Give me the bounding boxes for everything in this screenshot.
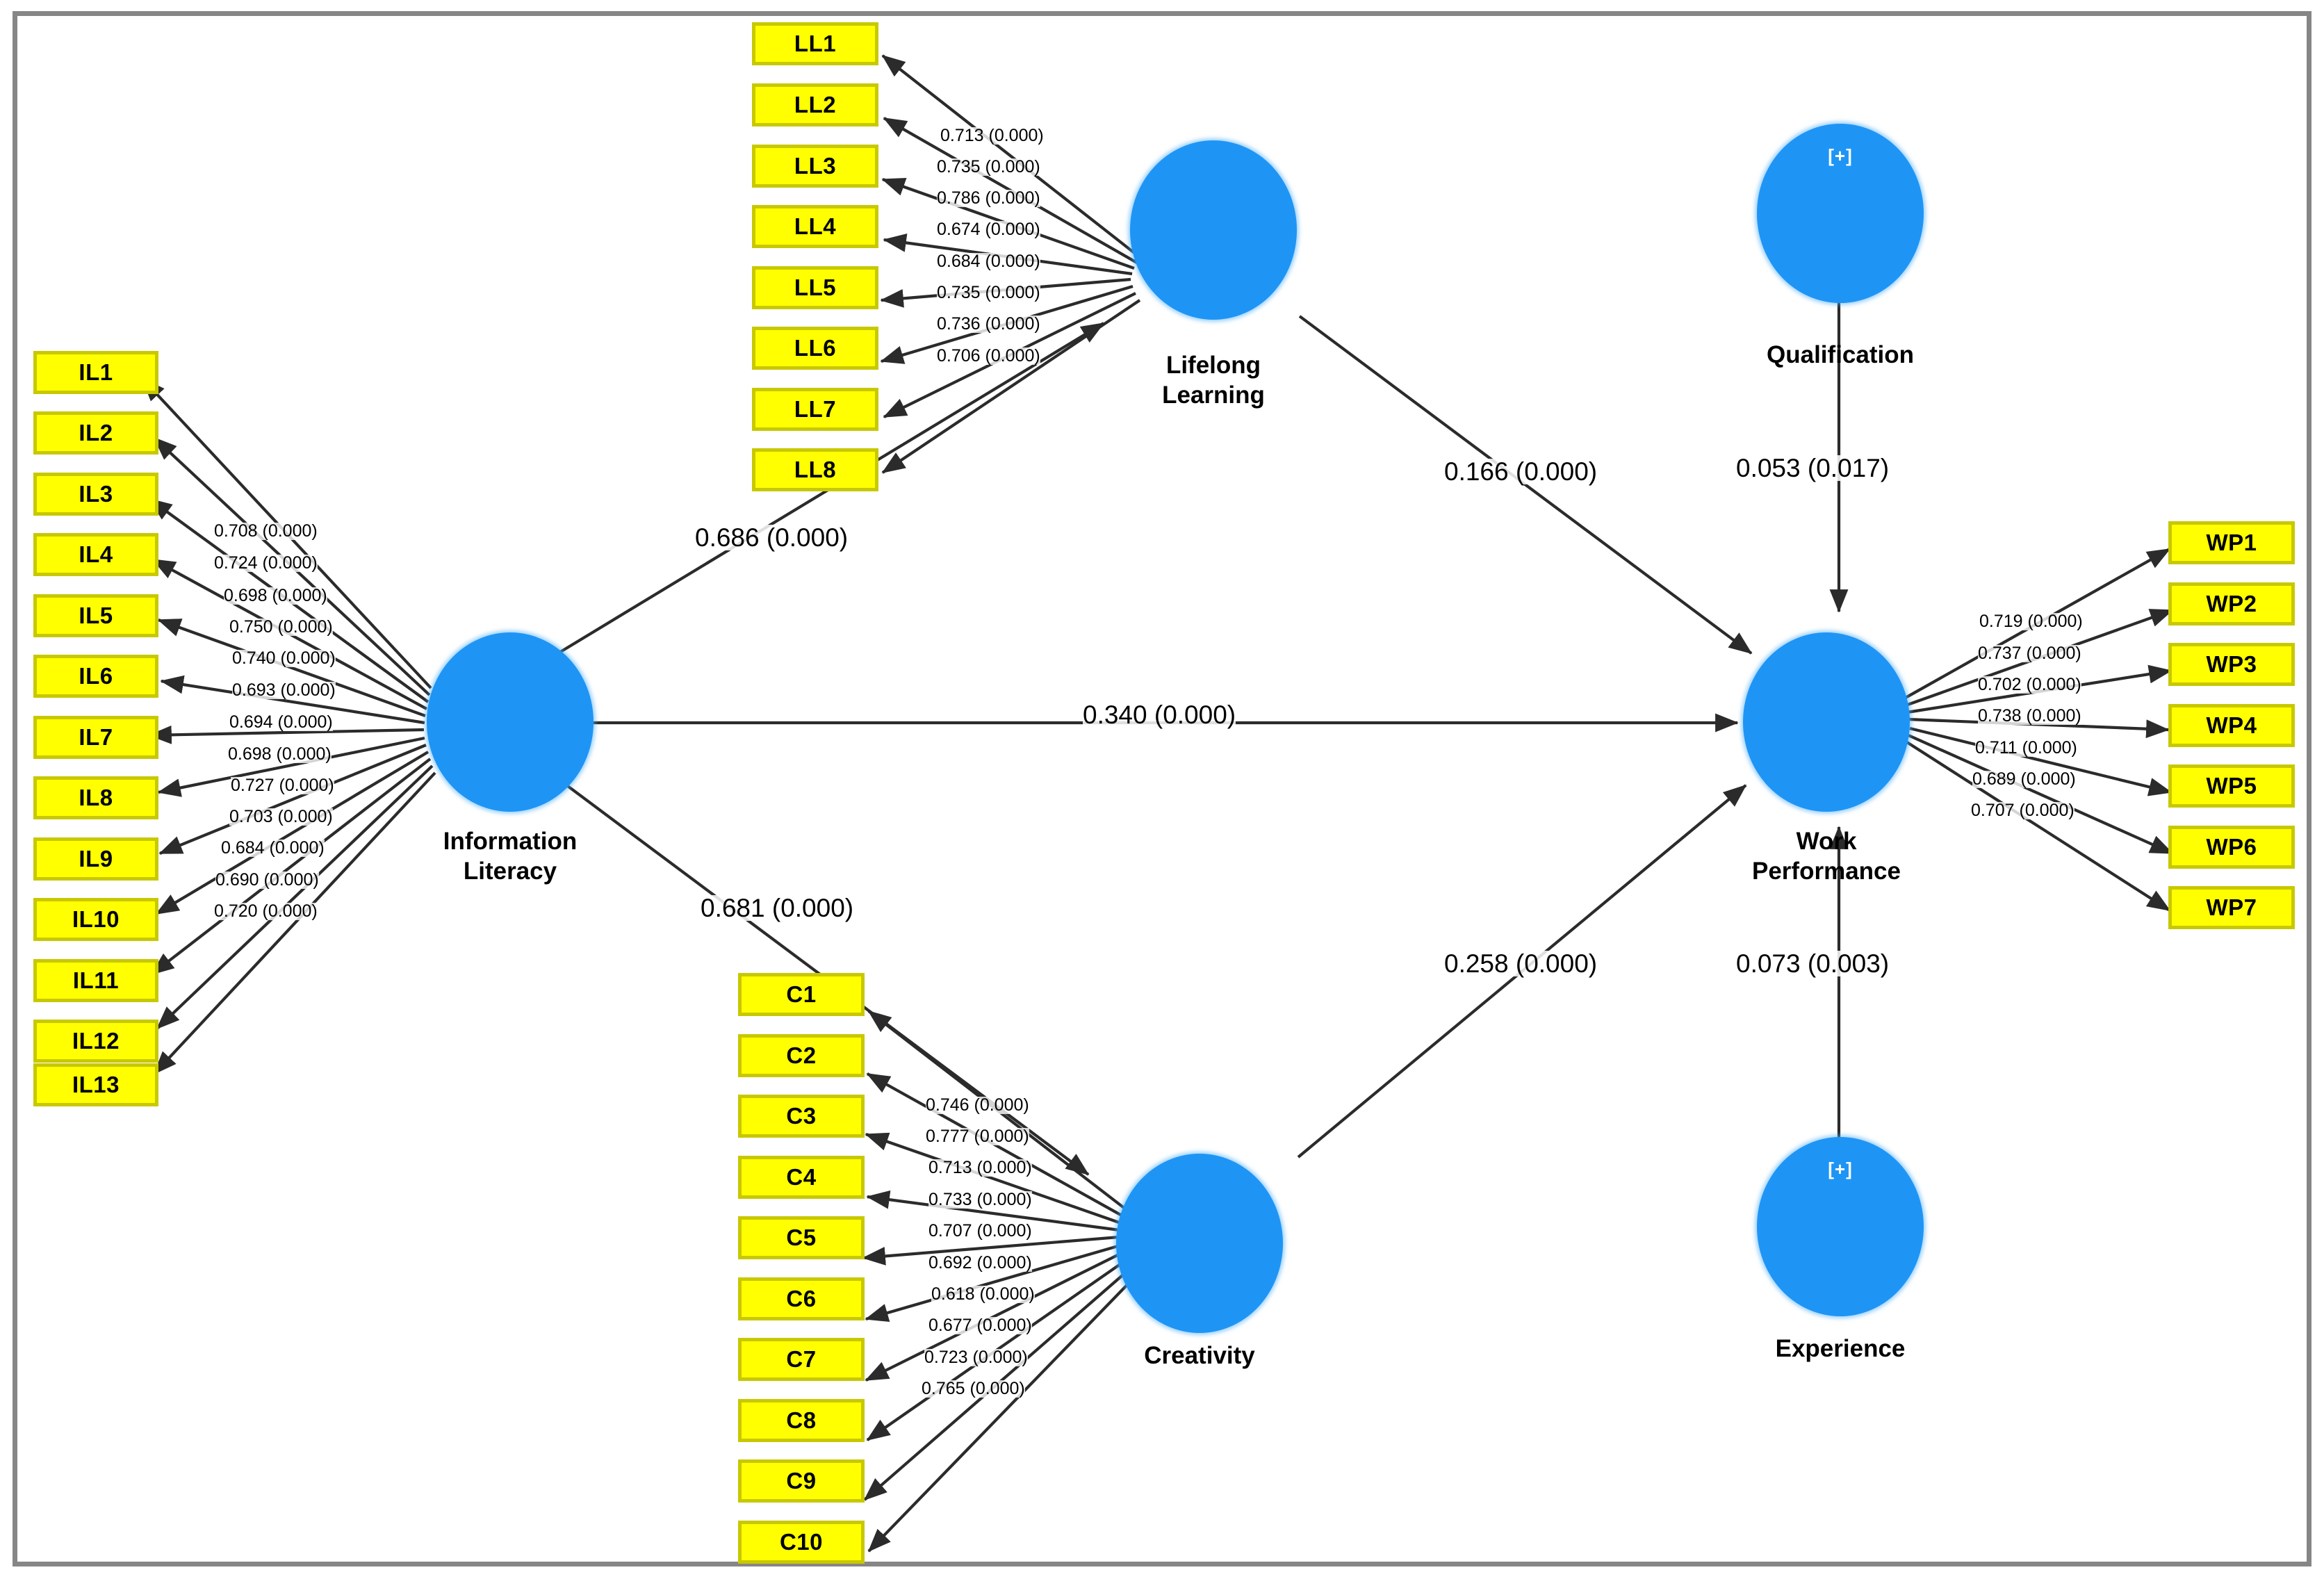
indicator-box[interactable]: LL7 (752, 388, 878, 431)
construct-lifelong-learning[interactable] (1130, 140, 1297, 320)
indicator-box[interactable]: C4 (738, 1156, 865, 1199)
loading-label: 0.713 (0.000) (940, 126, 1044, 145)
indicator-box[interactable]: WP3 (2168, 643, 2295, 686)
indicator-box[interactable]: C10 (738, 1521, 865, 1564)
loading-label: 0.694 (0.000) (229, 712, 333, 732)
construct-label-experience: Experience (1775, 1335, 1906, 1362)
indicator-box[interactable]: WP6 (2168, 826, 2295, 869)
loading-label: 0.708 (0.000) (214, 521, 318, 541)
loading-label: 0.735 (0.000) (937, 157, 1040, 177)
loading-label: 0.724 (0.000) (214, 553, 318, 573)
loading-label: 0.740 (0.000) (232, 648, 336, 668)
loading-label: 0.698 (0.000) (228, 744, 332, 764)
construct-label-information-literacy: Information Literacy (443, 828, 578, 885)
indicator-box[interactable]: IL4 (33, 533, 158, 576)
indicator-box[interactable]: WP1 (2168, 521, 2295, 564)
loading-label: 0.677 (0.000) (928, 1316, 1032, 1335)
loading-label: 0.746 (0.000) (926, 1095, 1029, 1115)
loading-label: 0.736 (0.000) (937, 314, 1040, 334)
construct-label-qualification: Qualification (1767, 341, 1914, 368)
indicator-box[interactable]: IL5 (33, 594, 158, 637)
indicator-box[interactable]: C9 (738, 1459, 865, 1503)
loading-label: 0.707 (0.000) (1971, 801, 2075, 820)
indicator-box[interactable]: C7 (738, 1338, 865, 1381)
loading-label: 0.698 (0.000) (224, 586, 327, 605)
loading-label: 0.702 (0.000) (1978, 675, 2081, 694)
loading-label: 0.735 (0.000) (937, 283, 1040, 302)
loading-label: 0.703 (0.000) (229, 807, 333, 826)
indicator-box[interactable]: IL13 (33, 1063, 158, 1106)
indicator-box[interactable]: WP7 (2168, 886, 2295, 929)
construct-work-performance[interactable] (1743, 632, 1910, 812)
loading-label: 0.720 (0.000) (214, 901, 318, 921)
indicator-box[interactable]: IL3 (33, 473, 158, 516)
path-label-qual-to-wp: 0.053 (0.017) (1736, 454, 1890, 482)
path-label-il-to-c: 0.681 (0.000) (701, 894, 854, 922)
indicator-box[interactable]: LL4 (752, 205, 878, 248)
indicator-box[interactable]: IL12 (33, 1020, 158, 1063)
construct-information-literacy[interactable] (427, 632, 594, 812)
path-label-ll-to-wp: 0.166 (0.000) (1444, 457, 1598, 486)
path-label-il-to-ll: 0.686 (0.000) (695, 523, 849, 552)
indicator-box[interactable]: IL6 (33, 655, 158, 698)
loading-label: 0.690 (0.000) (215, 870, 319, 890)
loading-label: 0.733 (0.000) (928, 1190, 1032, 1209)
loading-label: 0.777 (0.000) (926, 1127, 1029, 1146)
indicator-box[interactable]: LL1 (752, 22, 878, 65)
indicator-box[interactable]: IL9 (33, 837, 158, 881)
construct-label-lifelong-learning: Lifelong Learning (1162, 352, 1265, 409)
loading-label: 0.707 (0.000) (928, 1221, 1032, 1241)
indicator-box[interactable]: WP4 (2168, 704, 2295, 747)
loading-label: 0.727 (0.000) (231, 776, 334, 795)
loading-label: 0.765 (0.000) (922, 1379, 1025, 1398)
indicator-box[interactable]: IL1 (33, 351, 158, 394)
indicator-box[interactable]: LL3 (752, 145, 878, 188)
loading-label: 0.674 (0.000) (937, 220, 1040, 239)
indicator-box[interactable]: IL7 (33, 716, 158, 759)
loading-label: 0.723 (0.000) (924, 1348, 1028, 1367)
loading-label: 0.684 (0.000) (221, 838, 325, 858)
expand-plus-icon[interactable]: [+] (1828, 145, 1853, 166)
loading-label: 0.684 (0.000) (937, 252, 1040, 271)
path-label-c-to-wp: 0.258 (0.000) (1444, 949, 1598, 978)
construct-qualification[interactable]: [+] (1757, 124, 1924, 303)
construct-creativity[interactable] (1116, 1154, 1283, 1333)
loading-label: 0.618 (0.000) (931, 1284, 1035, 1304)
indicator-box[interactable]: WP5 (2168, 764, 2295, 808)
loading-label: 0.711 (0.000) (1975, 738, 2077, 758)
indicator-box[interactable]: IL2 (33, 411, 158, 455)
loading-label: 0.713 (0.000) (928, 1158, 1032, 1177)
construct-experience[interactable]: [+] (1757, 1137, 1924, 1316)
indicator-box[interactable]: IL8 (33, 776, 158, 819)
loading-label: 0.692 (0.000) (928, 1253, 1032, 1273)
indicator-box[interactable]: C1 (738, 973, 865, 1016)
path-label-exp-to-wp: 0.073 (0.003) (1736, 949, 1890, 978)
indicator-box[interactable]: LL6 (752, 327, 878, 370)
indicator-box[interactable]: LL2 (752, 83, 878, 126)
loading-label: 0.786 (0.000) (937, 188, 1040, 208)
construct-label-work-performance: Work Performance (1752, 828, 1901, 885)
indicator-box[interactable]: C6 (738, 1277, 865, 1320)
loading-label: 0.738 (0.000) (1978, 706, 2081, 726)
path-label-il-to-wp: 0.340 (0.000) (1083, 701, 1236, 729)
loading-label: 0.689 (0.000) (1972, 769, 2076, 789)
construct-label-creativity: Creativity (1144, 1342, 1255, 1369)
indicator-box[interactable]: LL5 (752, 266, 878, 309)
indicator-box[interactable]: WP2 (2168, 582, 2295, 625)
indicator-box[interactable]: C5 (738, 1216, 865, 1259)
loading-label: 0.719 (0.000) (1979, 612, 2083, 631)
indicator-box[interactable]: LL8 (752, 448, 878, 491)
loading-label: 0.706 (0.000) (937, 346, 1040, 366)
indicator-box[interactable]: IL10 (33, 898, 158, 941)
expand-plus-icon[interactable]: [+] (1828, 1158, 1853, 1179)
indicator-box[interactable]: C2 (738, 1034, 865, 1077)
indicator-box[interactable]: IL11 (33, 959, 158, 1002)
loading-label: 0.693 (0.000) (232, 680, 336, 700)
loading-label: 0.737 (0.000) (1978, 644, 2081, 663)
indicator-box[interactable]: C8 (738, 1399, 865, 1442)
loading-label: 0.750 (0.000) (229, 617, 333, 637)
indicator-box[interactable]: C3 (738, 1095, 865, 1138)
